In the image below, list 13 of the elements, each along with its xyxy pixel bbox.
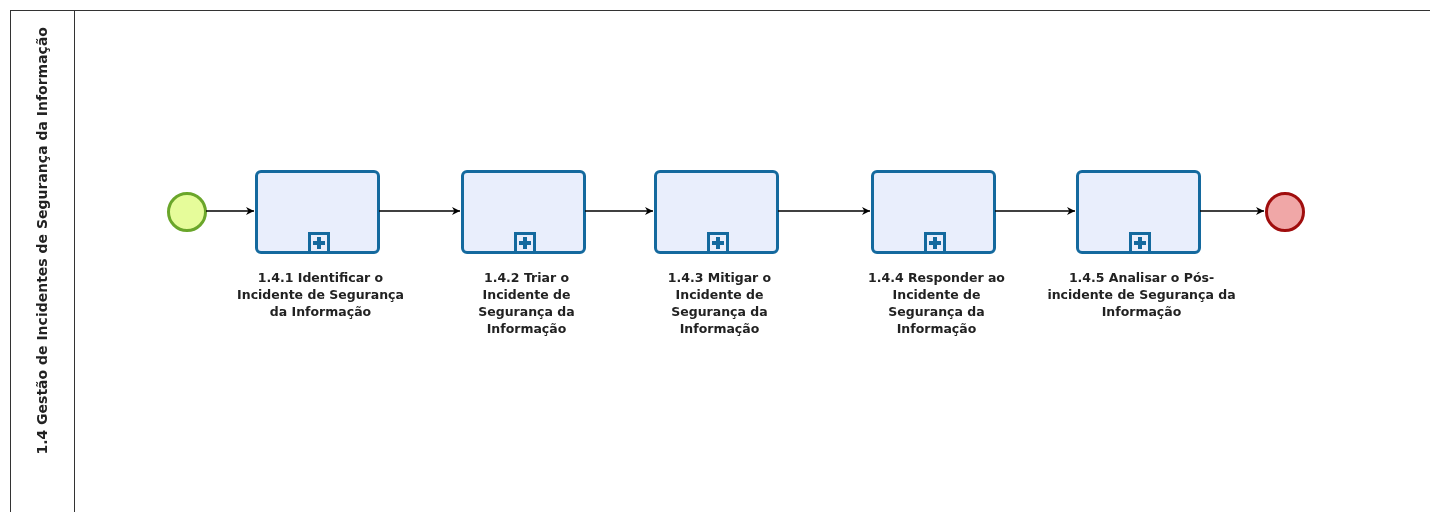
sequence-flow-arrow (378, 207, 461, 215)
subprocess-label: 1.4.1 Identificar o Incidente de Segurança da Informação (236, 269, 405, 320)
pool-label: 1.4 Gestão de Incidentes de Segurança da Informação (33, 27, 51, 455)
sequence-flow-arrow (205, 207, 255, 215)
pool (10, 10, 1430, 512)
sequence-flow-arrow (584, 207, 654, 215)
subprocess-label: 1.4.3 Mitigar o Incidente de Segurança da Informação (666, 269, 773, 337)
sequence-flow-arrow (1199, 207, 1265, 215)
sequence-flow-arrow (777, 207, 871, 215)
subprocess-label: 1.4.5 Analisar o Pós-incidente de Segurança da Informação (1046, 269, 1237, 320)
sequence-flow-arrow (994, 207, 1076, 215)
subprocess-label: 1.4.2 Triar o Incidente de Segurança da Informação (477, 269, 576, 337)
subprocess-label: 1.4.4 Responder ao Incidente de Segurança da Informação (867, 269, 1006, 337)
